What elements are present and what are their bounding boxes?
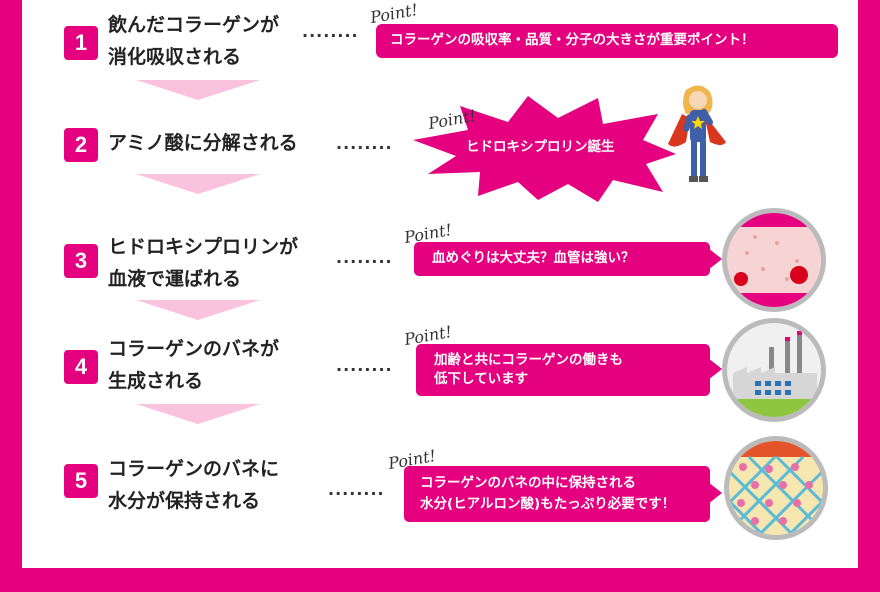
- step-3-line2: 血液で運ばれる: [108, 268, 242, 290]
- step-3-number: 3: [64, 244, 98, 278]
- starburst-bubble: [413, 96, 676, 202]
- step-4-dots: ........: [336, 356, 393, 375]
- step-2-dots: ........: [336, 134, 393, 153]
- step-4-point-bubble: [416, 344, 710, 396]
- step-3-dots: ........: [336, 248, 393, 267]
- factory-icon: [722, 318, 826, 422]
- step-2-point-text: ヒドロキシプロリン誕生: [466, 139, 615, 155]
- step-3-bubble-tail: [708, 248, 722, 270]
- step-4-bubble-tail: [708, 358, 722, 380]
- step-4-line1: コラーゲンのバネが: [108, 338, 280, 360]
- step-1-dots: ........: [302, 22, 359, 41]
- step-3-point-text: 血めぐりは大丈夫？血管は強い？: [432, 250, 635, 266]
- step-5-line2: 水分が保持される: [108, 490, 261, 512]
- step-2-number: 2: [64, 128, 98, 162]
- step-1-number: 1: [64, 26, 98, 60]
- step-4-number: 4: [64, 350, 98, 384]
- step-5-point-text-1: コラーゲンのバネの中に保持される: [420, 475, 636, 491]
- step-4-line2: 生成される: [108, 370, 204, 392]
- step-1-line2: 消化吸収される: [108, 46, 242, 68]
- step-1-point-text: コラーゲンの吸収率・品質・分子の大きさが重要ポイント！: [390, 32, 755, 48]
- collagen-mesh-icon: [724, 436, 828, 540]
- step-3-point-bubble: [414, 242, 710, 276]
- step-1-point-bubble: [376, 24, 838, 58]
- step-4-point-text-1: 加齢と共にコラーゲンの働きも: [434, 352, 623, 368]
- step-5-line1: コラーゲンのバネに: [108, 458, 280, 480]
- step-2-line1: アミノ酸に分解される: [108, 132, 298, 154]
- flow-arrow-2: [136, 174, 260, 194]
- step-5-bubble-tail: [708, 482, 722, 504]
- step-5-dots: ........: [328, 480, 385, 499]
- step-4-point-text-2: 低下しています: [434, 371, 529, 387]
- flow-arrow-3: [136, 300, 260, 320]
- step-1-line1: 飲んだコラーゲンが: [108, 14, 280, 36]
- flow-arrow-1: [136, 80, 260, 100]
- step-5-point-text-2: 水分(ヒアルロン酸)もたっぷり必要です！: [420, 496, 676, 512]
- step-3-line1: ヒドロキシプロリンが: [108, 236, 299, 258]
- step-5-point-bubble: [404, 466, 710, 522]
- step-5-number: 5: [64, 464, 98, 498]
- flow-arrow-4: [136, 404, 260, 424]
- superhero-icon: [668, 85, 726, 182]
- blood-vessel-icon: [722, 208, 826, 312]
